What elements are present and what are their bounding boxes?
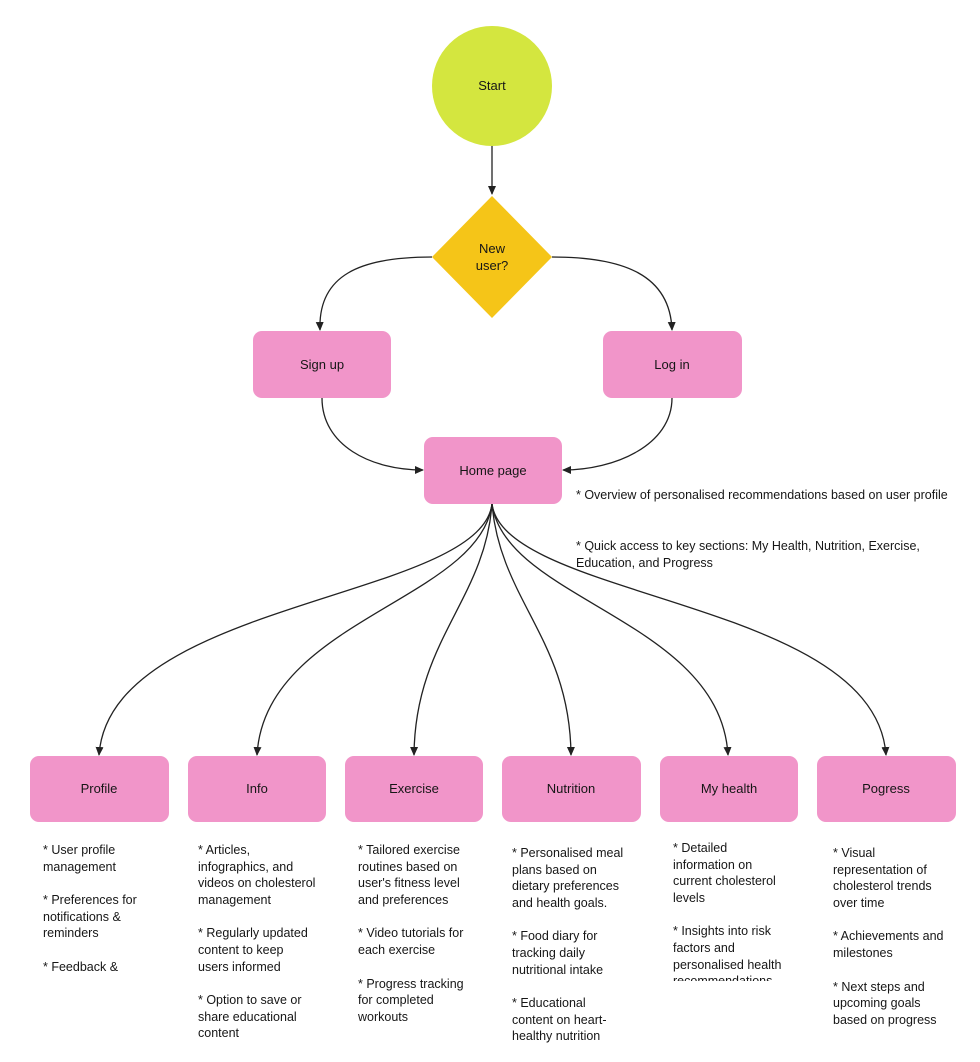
connector-home-profile bbox=[95, 503, 493, 756]
section-label: Pogress bbox=[862, 781, 910, 796]
section-label: Info bbox=[246, 781, 268, 796]
decision-label-line2: user? bbox=[476, 258, 509, 273]
section-node-myhealth[interactable]: My health bbox=[660, 756, 798, 822]
section-label: Exercise bbox=[389, 781, 439, 796]
connector-home-myhealth bbox=[491, 503, 732, 756]
decision-label-line1: New bbox=[479, 241, 506, 256]
start-node[interactable]: Start bbox=[432, 26, 552, 146]
connector-home-exercise bbox=[410, 503, 493, 756]
section-node-profile[interactable]: Profile bbox=[30, 756, 169, 822]
start-label: Start bbox=[478, 78, 506, 93]
section-node-nutrition[interactable]: Nutrition bbox=[502, 756, 641, 822]
login-node[interactable]: Log in bbox=[603, 331, 742, 398]
note-item: * Feedback & bbox=[43, 959, 119, 974]
section-label: Nutrition bbox=[547, 781, 595, 796]
connector-home-progress bbox=[491, 503, 890, 756]
home-node[interactable]: Home page bbox=[424, 437, 562, 504]
connector-login-home bbox=[562, 397, 673, 474]
home-note-overview: * Overview of personalised recommendatio… bbox=[576, 488, 948, 502]
home-note-quick-access: * Quick access to key sections: My Healt… bbox=[576, 539, 920, 553]
connector-decision-signup bbox=[315, 256, 433, 331]
connector-signup-home bbox=[321, 397, 424, 474]
signup-node[interactable]: Sign up bbox=[253, 331, 391, 398]
section-node-info[interactable]: Info bbox=[188, 756, 326, 822]
section-label: My health bbox=[701, 781, 757, 796]
section-node-exercise[interactable]: Exercise bbox=[345, 756, 483, 822]
connector-home-info bbox=[253, 503, 493, 756]
section-node-progress[interactable]: Pogress bbox=[817, 756, 956, 822]
signup-label: Sign up bbox=[300, 357, 344, 372]
connector-decision-login bbox=[551, 256, 676, 331]
home-label: Home page bbox=[459, 463, 526, 478]
login-label: Log in bbox=[654, 357, 689, 372]
home-note-quick-access-cont: Education, and Progress bbox=[576, 556, 713, 570]
connector-home-nutrition bbox=[491, 503, 575, 756]
section-label: Profile bbox=[81, 781, 118, 796]
decision-node[interactable]: New user? bbox=[432, 196, 552, 318]
